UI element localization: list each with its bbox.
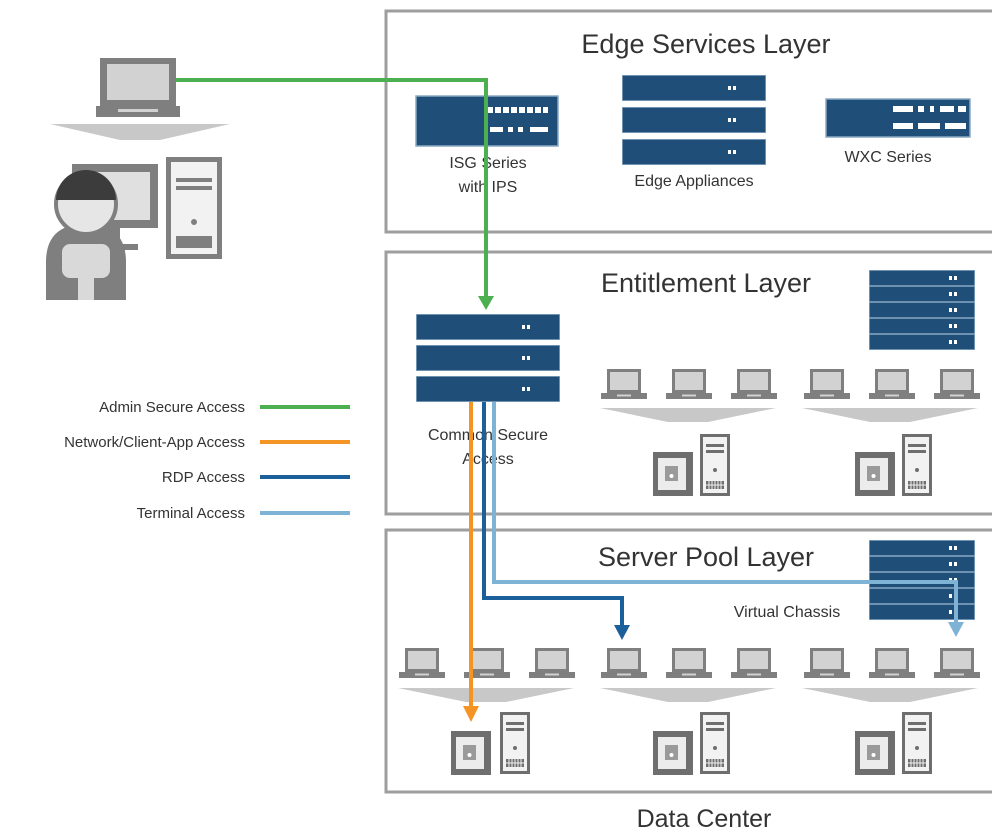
laptop-icon (601, 648, 647, 678)
admin-shelf-icon (50, 124, 230, 140)
server-icon (653, 452, 693, 496)
laptop-icon (804, 369, 850, 399)
server-icon (855, 452, 895, 496)
server-icon (855, 731, 895, 775)
admin-laptop-icon (96, 58, 180, 117)
common-secure-access-label-line2: Access (462, 451, 514, 468)
laptop-icon (529, 648, 575, 678)
entitlement-stack-icon (869, 270, 975, 350)
tower-icon (902, 712, 932, 774)
laptop-icon (869, 648, 915, 678)
legend-label: Terminal Access (137, 505, 245, 522)
server-icon (451, 731, 491, 775)
network-arrowhead (463, 706, 479, 722)
tower-icon (700, 712, 730, 774)
tower-icon (902, 434, 932, 496)
rdp-arrowhead (614, 625, 630, 640)
server-icon (653, 731, 693, 775)
wxc-series-appliance-icon (825, 98, 971, 138)
edge-appliances-label: Edge Appliances (634, 173, 753, 190)
common-secure-access-appliance-icon (416, 314, 560, 402)
laptop-icon (804, 648, 850, 678)
common-secure-access-label-line1: Common Secure (428, 427, 548, 444)
legend-label: Admin Secure Access (99, 399, 245, 416)
laptop-icon (934, 648, 980, 678)
terminal-arrowhead (948, 622, 964, 637)
legend-label: RDP Access (162, 469, 245, 486)
laptop-icon (666, 648, 712, 678)
edge-appliances-icon (622, 75, 766, 165)
tower-icon (500, 712, 530, 774)
wxc-series-label: WXC Series (844, 149, 931, 166)
terminal-access-path (492, 402, 958, 623)
admin-arrowhead (478, 296, 494, 310)
legend-label: Network/Client-App Access (64, 434, 245, 451)
rdp-access-path (482, 402, 624, 626)
laptop-icon (399, 648, 445, 678)
laptop-icon (666, 369, 712, 399)
laptop-icon (731, 648, 777, 678)
laptop-icon (869, 369, 915, 399)
admin-secure-access-path (176, 78, 488, 297)
entitlement-layer-title: Entitlement Layer (601, 268, 811, 298)
virtual-chassis-label: Virtual Chassis (734, 604, 840, 621)
server-pool-layer-title: Server Pool Layer (598, 542, 814, 572)
laptop-icon (934, 369, 980, 399)
laptop-icon (601, 369, 647, 399)
admin-user-icon (46, 157, 222, 300)
data-center-label: Data Center (637, 805, 772, 831)
laptop-icon (731, 369, 777, 399)
tower-icon (700, 434, 730, 496)
edge-layer-title: Edge Services Layer (581, 29, 830, 59)
legend: Admin Secure Access Network/Client-App A… (64, 399, 350, 522)
